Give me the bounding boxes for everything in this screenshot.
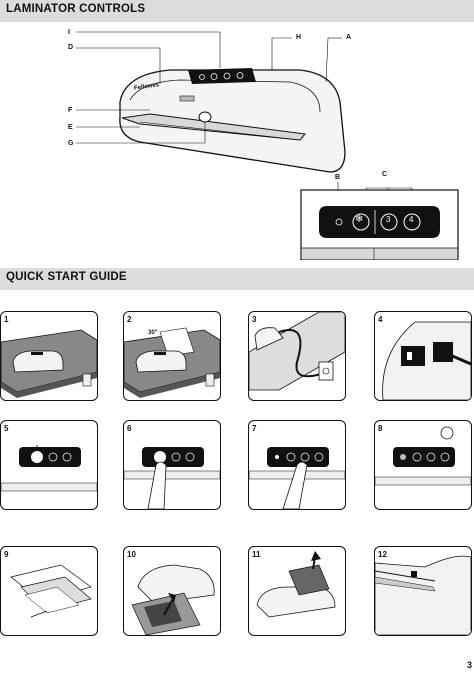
control-panel-closeup — [300, 182, 459, 260]
step-number: 1 — [4, 315, 9, 324]
step-number: 2 — [127, 315, 132, 324]
step-11-panel: 11 — [248, 546, 346, 636]
label-f: F — [68, 107, 73, 114]
label-e: E — [68, 124, 73, 131]
label-h: H — [296, 34, 302, 41]
label-b: B — [335, 174, 341, 181]
step-number: 3 — [252, 315, 257, 324]
step-4-panel: 4 — [374, 311, 472, 401]
label-i: I — [68, 29, 70, 36]
label-d: D — [68, 44, 74, 51]
controls-section-header: LAMINATOR CONTROLS — [0, 0, 474, 22]
panel-button-4: 4 — [409, 215, 414, 224]
step-number: 6 — [127, 424, 132, 433]
step-number: 7 — [252, 424, 257, 433]
step-9-panel: 9 — [0, 546, 98, 636]
step-12-panel: 12 — [374, 546, 472, 636]
step-2-panel: 2 30" — [123, 311, 221, 401]
label-a: A — [346, 34, 352, 41]
label-g: G — [68, 140, 74, 147]
step-number: 9 — [4, 550, 9, 559]
step-number: 10 — [127, 550, 136, 559]
step-number: 4 — [378, 315, 383, 324]
step-number: 8 — [378, 424, 383, 433]
step-8-panel: 8 — [374, 420, 472, 510]
laminator-diagram — [76, 31, 346, 173]
step-3-panel: 3 — [248, 311, 346, 401]
snowflake-icon: ❄ — [355, 214, 364, 225]
quick-start-section-header: QUICK START GUIDE — [0, 268, 474, 290]
clearance-mark: 30" — [148, 330, 158, 336]
page-number: 3 — [466, 660, 472, 670]
panel-button-3: 3 — [386, 215, 391, 224]
quick-start-title: QUICK START GUIDE — [6, 271, 127, 283]
step-number: 5 — [4, 424, 9, 433]
step-5-panel: 5 — [0, 420, 98, 510]
step-1-panel: 1 — [0, 311, 98, 401]
step-7-panel: 7 — [248, 420, 346, 510]
step-number: 11 — [252, 550, 261, 559]
label-c: C — [382, 171, 388, 178]
step-10-panel: 10 — [123, 546, 221, 636]
step-number: 12 — [378, 550, 387, 559]
step-6-panel: 6 — [123, 420, 221, 510]
controls-title: LAMINATOR CONTROLS — [6, 3, 146, 15]
